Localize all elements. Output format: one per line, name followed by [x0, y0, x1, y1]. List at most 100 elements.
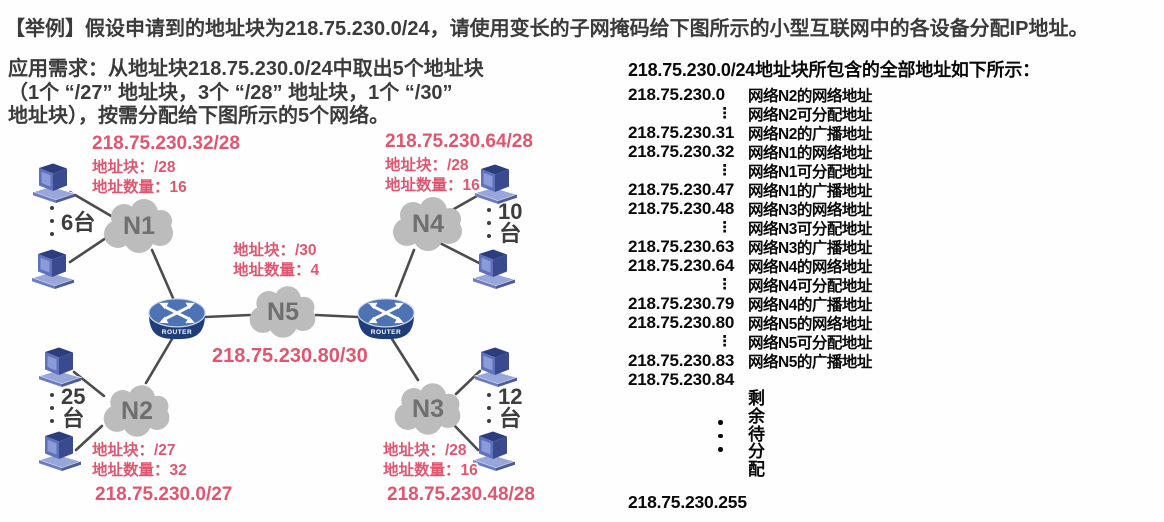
- ip-address: 218.75.230.80: [628, 312, 735, 332]
- address-row: 218.75.230.84: [628, 370, 1164, 389]
- network-cloud-n1: N1: [97, 194, 181, 256]
- computer-icon: [36, 345, 84, 387]
- computer-icon: [472, 345, 520, 387]
- host-count-number: 25: [61, 384, 86, 409]
- requirement-line2: （1个 “/27” 地址块，3个 “/28” 地址块，1个 “/30”: [8, 81, 453, 104]
- block-n4: 地址块：/28: [385, 157, 469, 174]
- count-n2: 地址数量：32: [92, 462, 187, 479]
- cidr-n4: 218.75.230.64/28: [385, 131, 533, 152]
- address-desc: 网络N1的广播地址: [748, 182, 872, 200]
- host-count-number: 12: [498, 384, 523, 409]
- ellipsis-dots: [718, 420, 723, 452]
- host-count-unit: 台: [73, 210, 96, 235]
- alloc-label-n2: 地址块：/27 地址数量：32 218.75.230.0/27: [92, 441, 232, 506]
- ellipsis-dots: [50, 393, 54, 423]
- last-ip-address: 218.75.230.255: [628, 492, 747, 512]
- network-cloud-n5: N5: [243, 280, 323, 342]
- network-cloud-n2: N2: [97, 379, 177, 441]
- address-desc: 网络N5的广播地址: [748, 353, 872, 371]
- address-desc: 网络N5的网络地址: [748, 315, 872, 333]
- host-count-unit: 台: [62, 406, 85, 431]
- cidr-n3: 218.75.230.48/28: [387, 484, 535, 505]
- ellipsis: ⋮: [717, 218, 732, 236]
- router-left: ROUTER: [147, 295, 207, 342]
- requirement-text: 应用需求：从地址块218.75.230.0/24中取出5个地址块 （1个 “/2…: [8, 58, 628, 129]
- requirement-line1: 应用需求：从地址块218.75.230.0/24中取出5个地址块: [8, 58, 484, 80]
- address-desc: 网络N5可分配地址: [748, 334, 872, 352]
- address-desc: 网络N3的网络地址: [748, 201, 872, 219]
- address-row: ⋮网络N5可分配地址: [628, 332, 1164, 352]
- ellipsis: ⋮: [717, 104, 732, 122]
- address-row: ⋮ 网络N4可分配地址: [628, 275, 1164, 295]
- host-count-n1: 6台: [50, 205, 95, 237]
- host-count-number: 10: [498, 199, 523, 224]
- address-list-header: 218.75.230.0/24地址块所包含的全部地址如下所示：: [628, 60, 1040, 80]
- address-row: 218.75.230.63 网络N3的广播地址: [628, 236, 1164, 257]
- router-label: ROUTER: [370, 329, 402, 336]
- host-count-number: 6: [61, 210, 74, 235]
- block-n3: 地址块：/28: [383, 442, 467, 459]
- ip-address: 218.75.230.79: [628, 293, 735, 313]
- ip-address: 218.75.230.47: [628, 179, 735, 199]
- alloc-label-n4: 218.75.230.64/28 地址块：/28 地址数量：16: [385, 131, 533, 196]
- count-n5: 地址数量：4: [233, 262, 320, 279]
- router-label: ROUTER: [161, 329, 193, 336]
- address-desc: 网络N2的网络地址: [748, 87, 872, 105]
- address-desc: 网络N2可分配地址: [748, 106, 872, 124]
- ip-address: 218.75.230.32: [628, 141, 735, 161]
- network-name-n3: N3: [412, 394, 444, 423]
- count-n3: 地址数量：16: [383, 462, 478, 479]
- ellipsis: ⋮: [717, 275, 732, 293]
- computer-icon: [29, 247, 77, 289]
- ip-address: 218.75.230.48: [628, 198, 735, 218]
- ellipsis-dots: [487, 208, 491, 238]
- address-row: ⋮ 网络N3可分配地址: [628, 218, 1164, 238]
- address-row: ⋮ 网络N2可分配地址: [628, 104, 1164, 124]
- address-row: 218.75.230.80 网络N5的网络地址: [628, 312, 1164, 333]
- count-n1: 地址数量：16: [92, 179, 187, 196]
- address-desc: 网络N3可分配地址: [748, 220, 872, 238]
- address-row: 218.75.230.47 网络N1的广播地址: [628, 179, 1164, 200]
- address-rows: 218.75.230.0 网络N2的网络地址 ⋮ 网络N2可分配地址 218.75.…: [628, 85, 1164, 389]
- ellipsis-dots: [50, 206, 54, 236]
- address-desc: 网络N2的广播地址: [748, 125, 872, 143]
- count-n4: 地址数量：16: [385, 177, 480, 194]
- ip-address: 218.75.230.0: [628, 84, 725, 104]
- ip-address: 218.75.230.63: [628, 236, 735, 256]
- address-row: ⋮网络N1可分配地址: [628, 161, 1164, 181]
- computer-icon: [36, 429, 84, 471]
- address-list-panel: 218.75.230.0/24地址块所包含的全部地址如下所示： 218.75.2…: [628, 56, 1164, 522]
- remaining-addresses-block: 剩余待分配: [628, 388, 928, 493]
- address-desc: 网络N4的网络地址: [748, 258, 872, 276]
- ip-address: 218.75.230.64: [628, 255, 735, 275]
- network-cloud-n3: N3: [388, 377, 468, 439]
- remaining-label: 剩余待分配: [748, 389, 765, 480]
- ip-address: 218.75.230.83: [628, 350, 735, 370]
- block-n5: 地址块：/30: [233, 242, 317, 259]
- alloc-label-n3: 地址块：/28 地址数量：16 218.75.230.48/28: [383, 441, 535, 506]
- address-row: 218.75.230.83 网络N5的广播地址: [628, 350, 1164, 371]
- address-desc: 网络N3的广播地址: [748, 239, 872, 257]
- cidr-n1: 218.75.230.32/28: [92, 133, 240, 154]
- address-row: 218.75.230.64 网络N4的网络地址: [628, 255, 1164, 276]
- slide-title: 【举例】假设申请到的地址块为218.75.230.0/24，请使用变长的子网掩码…: [5, 18, 1089, 40]
- ellipsis: ⋮: [717, 161, 732, 179]
- network-cloud-n4: N4: [386, 192, 470, 254]
- network-name-n2: N2: [121, 396, 153, 425]
- router-right: ROUTER: [356, 295, 416, 342]
- alloc-label-n1: 218.75.230.32/28 地址块：/28 地址数量：16: [92, 133, 240, 198]
- address-desc: 网络N1的网络地址: [748, 144, 872, 162]
- network-name-n5: N5: [267, 297, 299, 326]
- address-desc: 网络N4可分配地址: [748, 277, 872, 295]
- computer-icon: [30, 161, 78, 203]
- network-name-n4: N4: [412, 209, 444, 238]
- network-name-n1: N1: [123, 211, 155, 240]
- block-n2: 地址块：/27: [92, 442, 176, 459]
- computer-icon: [470, 247, 518, 289]
- address-desc: 网络N4的广播地址: [748, 296, 872, 314]
